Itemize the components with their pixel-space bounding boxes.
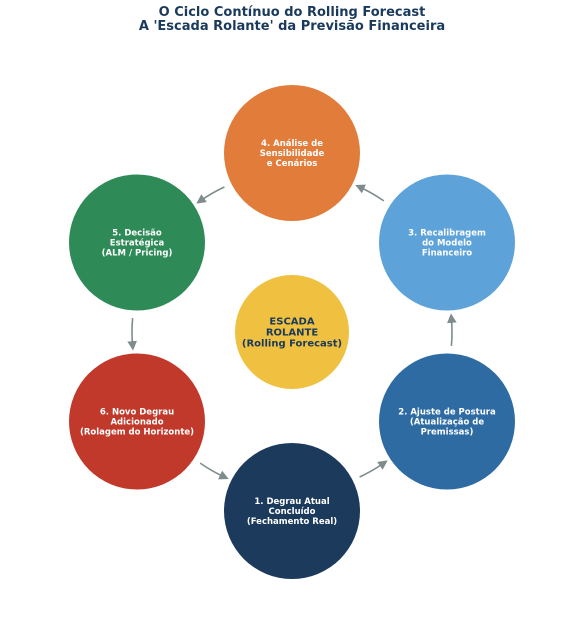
node-label-line: 4. Análise de: [261, 139, 323, 149]
node-circle: [224, 85, 360, 221]
node-circle: [379, 353, 515, 490]
center-label-line: ROLANTE: [266, 328, 319, 339]
node-label-line: Financeiro: [422, 249, 472, 259]
cycle-arrow: [355, 184, 385, 202]
node-label-line: 6. Novo Degrau: [100, 408, 174, 418]
node-circle: [69, 353, 205, 490]
node-label-line: 2. Ajuste de Postura: [398, 408, 496, 418]
cycle-node-step-2: 2. Ajuste de Postura(Atualização dePremi…: [379, 353, 515, 490]
diagram-subtitle: A 'Escada Rolante' da Previsão Financeir…: [138, 19, 446, 34]
node-label-line: 1. Degrau Atual: [254, 497, 329, 507]
cycle-arrow: [199, 462, 229, 480]
center-label-line: ESCADA: [269, 317, 314, 328]
node-label-line: (Fechamento Real): [247, 517, 337, 527]
node-label-line: (Atualização de: [410, 418, 484, 428]
node-circle: [224, 443, 360, 579]
arrows-layer: [127, 184, 457, 480]
node-label-line: do Modelo: [422, 239, 472, 249]
node-label-line: e Cenários: [267, 159, 318, 169]
cycle-arrow: [127, 318, 137, 351]
node-label-line: Premissas): [421, 428, 474, 438]
node-label-line: (Rolagem do Horizonte): [80, 428, 194, 438]
center-circle: [235, 275, 349, 389]
cycle-arrow: [359, 460, 388, 478]
node-label-line: 5. Decisão: [112, 229, 162, 239]
node-label-line: Sensibilidade: [260, 149, 325, 159]
node-circle: [69, 174, 205, 311]
diagram-title: O Ciclo Contínuo do Rolling Forecast: [158, 5, 426, 20]
center-label-line: (Rolling Forecast): [242, 339, 342, 350]
node-label-line: Concluído: [269, 507, 316, 517]
node-circle: [379, 174, 515, 311]
cycle-arrow: [447, 313, 457, 346]
node-label-line: 3. Recalibragem: [408, 229, 486, 239]
node-label-line: Adicionado: [110, 418, 163, 428]
cycle-arrow: [196, 186, 225, 204]
node-label-line: Estratégica: [110, 238, 165, 249]
node-label-line: (ALM / Pricing): [102, 249, 173, 259]
